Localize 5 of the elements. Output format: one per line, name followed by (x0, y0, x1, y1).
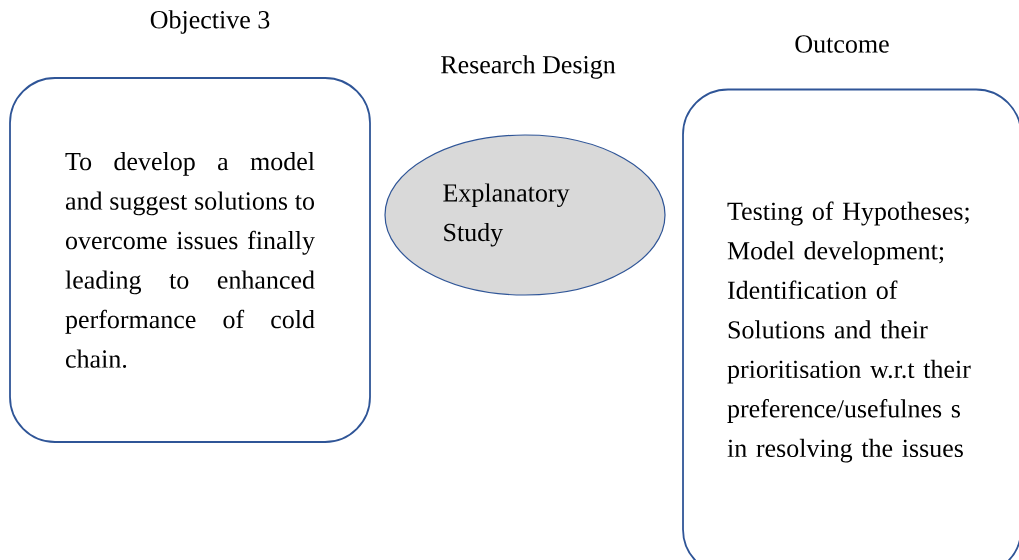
heading: Outcome (795, 35, 889, 53)
objective-box: To develop a model and suggest solutions to overcome issues finally leading to enhanced performance of cold chain. (9, 77, 371, 443)
heading: Objective 3 (150, 10, 270, 34)
heading: Research Design (441, 55, 616, 79)
outcome-box: Testing of Hypotheses; Model development; Identification of Solutions and their prioritisation w.r.t their preference/usefulnes s in resolving the issues (682, 88, 1019, 560)
